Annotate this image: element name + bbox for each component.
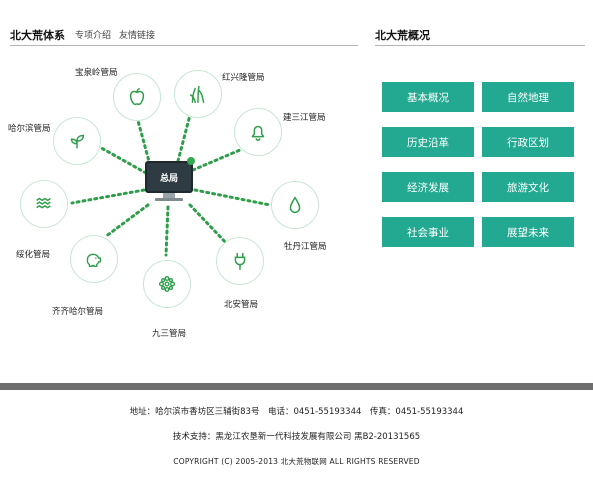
- basic-overview-button[interactable]: 基本概况: [382, 82, 474, 112]
- water-drop-icon: [289, 196, 301, 213]
- hub-monitor[interactable]: 总局: [145, 157, 195, 205]
- connector-lines: [70, 113, 272, 257]
- label-hongxinglong: 红兴隆管局: [222, 73, 265, 83]
- leaf-icon: [70, 134, 85, 149]
- social-affairs-button[interactable]: 社会事业: [382, 217, 474, 247]
- footer-address: 地址：哈尔滨市香坊区三辅街83号 电话：0451-55193344 传真：045…: [129, 407, 464, 417]
- flower-icon: [158, 275, 176, 293]
- node-baoquanling[interactable]: [113, 73, 161, 121]
- monitor-base: [155, 198, 183, 201]
- node-beian[interactable]: [216, 237, 264, 285]
- node-haerbin[interactable]: [53, 117, 101, 165]
- connector-qiqihaer: [103, 203, 150, 239]
- administrative-division-button[interactable]: 行政区划: [482, 127, 574, 157]
- node-jiusan[interactable]: [143, 260, 191, 308]
- connector-baoquanling: [135, 115, 152, 167]
- overview-title: 北大荒概况: [375, 28, 430, 42]
- system-header: 北大荒体系 专项介绍 友情链接: [10, 24, 358, 46]
- connector-jiusan: [164, 205, 170, 257]
- apple-icon: [129, 88, 145, 106]
- node-mudanjiang[interactable]: [271, 181, 319, 229]
- label-haerbin: 哈尔滨管局: [8, 124, 51, 134]
- grass-icon: [189, 85, 205, 103]
- node-jiansanjiang[interactable]: [234, 108, 282, 156]
- label-mudanjiang: 牡丹江管局: [284, 242, 327, 252]
- label-jiansanjiang: 建三江管局: [283, 113, 326, 123]
- tourism-culture-button[interactable]: 旅游文化: [482, 172, 574, 202]
- connector-jiansanjiang: [191, 148, 242, 172]
- connector-mudanjiang: [193, 188, 272, 207]
- connector-hongxinglong: [176, 113, 192, 163]
- hub-screen: 总局: [145, 161, 193, 193]
- footer-divider: [0, 383, 593, 390]
- history-button[interactable]: 历史沿革: [382, 127, 474, 157]
- hub-label: 总局: [159, 173, 178, 184]
- tab-special-intro[interactable]: 专项介绍: [75, 31, 112, 41]
- status-led-icon: [187, 157, 195, 165]
- tab-system[interactable]: 北大荒体系: [10, 28, 65, 42]
- monitor-stand: [163, 193, 175, 199]
- economic-development-button[interactable]: 经济发展: [382, 172, 474, 202]
- overview-header: 北大荒概况: [375, 24, 585, 46]
- connector-suihua: [70, 188, 146, 205]
- natural-geography-button[interactable]: 自然地理: [482, 82, 574, 112]
- piggy-bank-icon: [86, 253, 102, 268]
- footer-tech-support: 技术支持：黑龙江农垦新一代科技发展有限公司 黑B2-20131565: [172, 432, 421, 442]
- connector-beian: [188, 203, 230, 247]
- waves-icon: [36, 197, 51, 209]
- label-qiqihaer: 齐齐哈尔管局: [52, 307, 104, 317]
- overview-button-grid: 基本概况 自然地理 历史沿革 行政区划 经济发展 旅游文化 社会事业 展望未来: [382, 82, 574, 247]
- bureau-diagram: 宝泉岭管局 红兴隆管局 建三江管局 牡丹江管局 北安管局: [0, 55, 370, 355]
- node-qiqihaer[interactable]: [70, 235, 118, 283]
- label-beian: 北安管局: [224, 300, 259, 310]
- future-outlook-button[interactable]: 展望未来: [482, 217, 574, 247]
- node-hongxinglong[interactable]: [174, 70, 222, 118]
- node-suihua[interactable]: [20, 180, 68, 228]
- footer-copyright: COPYRIGHT (C) 2005-2013 北大荒物联网 ALL RIGHT…: [173, 457, 420, 466]
- label-jiusan: 九三管局: [152, 329, 187, 339]
- plug-icon: [234, 252, 246, 270]
- label-baoquanling: 宝泉岭管局: [75, 68, 118, 78]
- label-suihua: 绥化管局: [16, 250, 51, 260]
- tab-friend-links[interactable]: 友情链接: [119, 31, 156, 41]
- connector-haerbin: [94, 143, 148, 175]
- bell-icon: [251, 125, 265, 141]
